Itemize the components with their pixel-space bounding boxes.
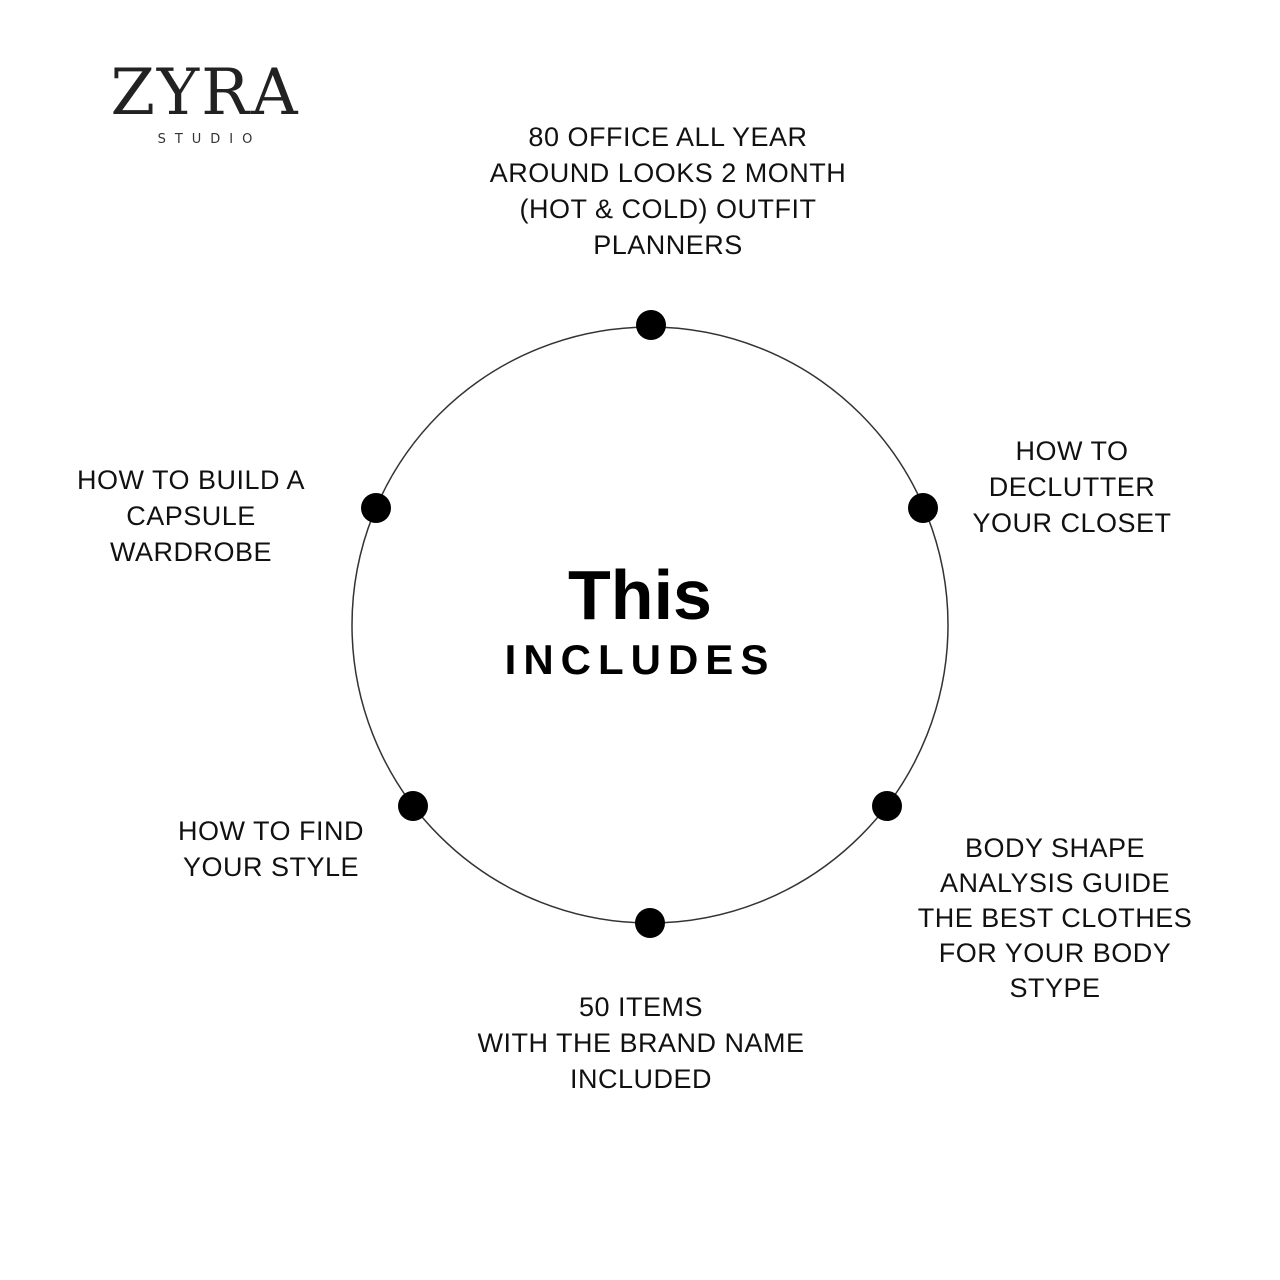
item-line: STYPE: [1009, 973, 1101, 1003]
item-line: BODY SHAPE: [964, 833, 1146, 863]
item-line: WARDROBE: [109, 537, 272, 567]
item-line: WITH THE BRAND NAME: [477, 1028, 805, 1058]
zyra-studio-logo: ZYRA STUDIO: [105, 58, 305, 147]
item-line: FOR YOUR BODY: [938, 938, 1172, 968]
item-capsule: HOW TO BUILD A CAPSULE WARDROBE: [77, 462, 305, 570]
dot-capsule: [361, 493, 391, 523]
item-line: PLANNERS: [593, 230, 743, 260]
dot-brand-items: [635, 908, 665, 938]
item-body-shape: BODY SHAPE ANALYSIS GUIDE THE BEST CLOTH…: [918, 831, 1193, 1006]
dot-find-style: [398, 791, 428, 821]
item-line: AROUND LOOKS 2 MONTH: [489, 158, 847, 188]
center-title: This: [568, 556, 712, 634]
item-line: HOW TO: [1015, 436, 1129, 466]
logo-subtitle: STUDIO: [157, 132, 262, 147]
item-line: CAPSULE: [126, 501, 256, 531]
item-line: DECLUTTER: [988, 472, 1156, 502]
item-declutter: HOW TO DECLUTTER YOUR CLOSET: [972, 433, 1171, 541]
item-line: HOW TO BUILD A: [76, 465, 306, 495]
item-planners: 80 OFFICE ALL YEAR AROUND LOOKS 2 MONTH …: [490, 119, 847, 263]
item-line: 80 OFFICE ALL YEAR: [528, 122, 808, 152]
dot-body-shape: [872, 791, 902, 821]
item-line: (HOT & COLD) OUTFIT: [519, 194, 817, 224]
item-find-style: HOW TO FIND YOUR STYLE: [178, 813, 364, 885]
item-line: YOUR STYLE: [182, 852, 360, 882]
logo-brand: ZYRA: [110, 56, 300, 130]
item-line: THE BEST CLOTHES: [917, 903, 1193, 933]
dot-declutter: [908, 493, 938, 523]
item-line: 50 ITEMS: [578, 992, 704, 1022]
center-heading: This INCLUDES: [505, 555, 776, 685]
item-brand-items: 50 ITEMS WITH THE BRAND NAME INCLUDED: [477, 989, 804, 1097]
dot-planners: [636, 310, 666, 340]
item-line: INCLUDED: [569, 1064, 713, 1094]
item-line: HOW TO FIND: [178, 816, 364, 846]
item-line: ANALYSIS GUIDE: [939, 868, 1171, 898]
item-line: YOUR CLOSET: [972, 508, 1172, 538]
center-subtitle: INCLUDES: [504, 636, 776, 683]
